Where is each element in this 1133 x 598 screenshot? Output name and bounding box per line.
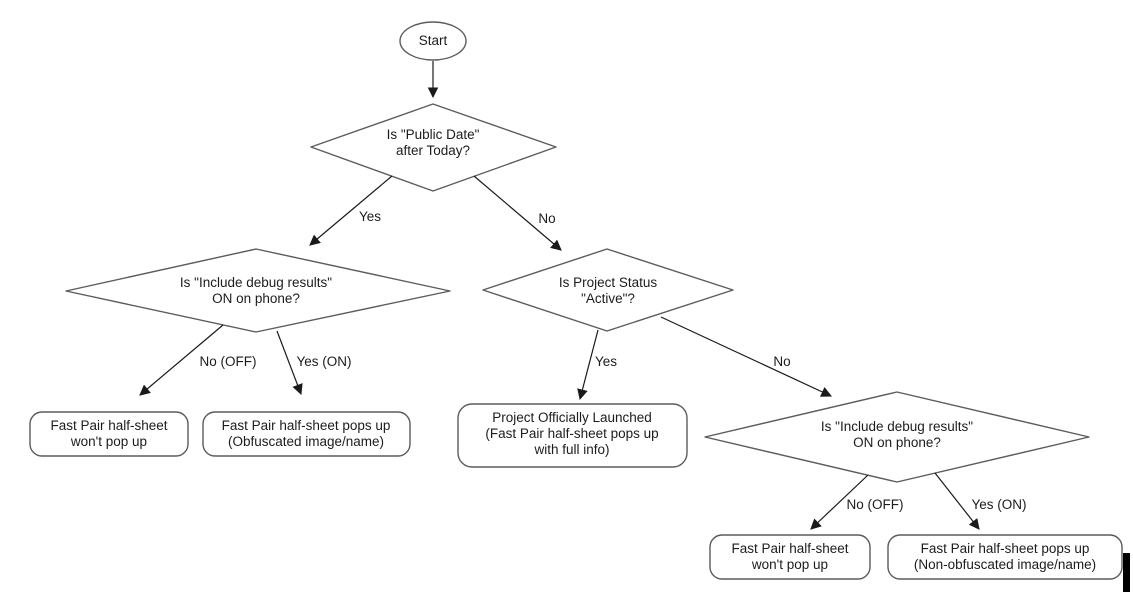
outcome-left-yes-line2: (Obfuscated image/name) — [227, 434, 385, 449]
start-node-label: Start — [419, 33, 448, 49]
decision-debug-right-shape — [704, 391, 1090, 483]
outcome-right-no-shape — [709, 534, 871, 580]
outcome-launched-label: Project Officially Launched (Fast Pair h… — [485, 410, 658, 458]
outcome-right-yes-label: Fast Pair half-sheet pops up (Non-obfusc… — [914, 541, 1096, 573]
edge-debug-left-no — [139, 324, 224, 396]
edge-public-date-no — [473, 175, 562, 251]
outcome-right-yes-line2: (Non-obfuscated image/name) — [913, 557, 1097, 572]
decision-debug-right-line1: Is "Include debug results" — [820, 419, 974, 434]
edge-label-text: No (OFF) — [846, 497, 904, 512]
edge-label-debug-right-yes: Yes (ON) — [971, 497, 1026, 513]
edge-label-debug-right-no: No (OFF) — [847, 497, 904, 513]
edge-label-debug-left-no: No (OFF) — [200, 354, 257, 370]
outcome-left-yes-shape — [202, 411, 411, 457]
decision-public-date-shape — [310, 103, 557, 192]
edge-debug-right-yes — [934, 472, 980, 530]
edge-label-public-date-no: No — [538, 211, 555, 227]
outcome-right-no-line2: won't pop up — [751, 557, 829, 572]
edge-label-text: Yes (ON) — [296, 354, 352, 369]
edge-label-text: Yes (ON) — [971, 497, 1027, 512]
decision-debug-right-label: Is "Include debug results" ON on phone? — [821, 419, 973, 451]
decision-project-status-shape — [482, 248, 734, 332]
outcome-launched-line1: Project Officially Launched — [492, 410, 652, 425]
edge-label-text: No — [538, 211, 556, 226]
edge-debug-right-no — [810, 474, 869, 530]
decision-debug-left-line1: Is "Include debug results" — [179, 275, 333, 290]
decision-project-status-label: Is Project Status "Active"? — [559, 275, 657, 307]
decision-project-status-line1: Is Project Status — [558, 275, 658, 290]
outcome-left-no-line2: won't pop up — [70, 434, 148, 449]
edge-label-project-status-no: No — [773, 354, 790, 370]
outcome-left-no-shape — [29, 411, 189, 457]
decision-project-status-line2: "Active"? — [581, 291, 635, 306]
outcome-left-no-line1: Fast Pair half-sheet — [50, 418, 168, 433]
decision-debug-right-line2: ON on phone? — [853, 435, 941, 450]
edge-debug-left-yes — [276, 330, 303, 396]
outcome-launched-line3: with full info) — [534, 442, 610, 457]
decision-public-date-line1: Is "Public Date" — [386, 127, 480, 142]
decision-public-date-label: Is "Public Date" after Today? — [387, 127, 480, 159]
edge-label-debug-left-yes: Yes (ON) — [296, 354, 351, 370]
edge-public-date-yes — [309, 175, 393, 246]
outcome-left-yes-line1: Fast Pair half-sheet pops up — [221, 418, 391, 433]
outcome-right-yes-shape — [887, 534, 1123, 580]
edge-project-status-no — [660, 316, 832, 397]
outcome-right-yes-line1: Fast Pair half-sheet pops up — [920, 541, 1090, 556]
edge-project-status-yes — [577, 329, 599, 401]
text-cursor-bar — [1123, 553, 1130, 592]
edge-label-text: Yes — [358, 209, 382, 224]
edge-label-public-date-yes: Yes — [359, 209, 381, 225]
outcome-right-no-line1: Fast Pair half-sheet — [731, 541, 849, 556]
decision-debug-left-line2: ON on phone? — [212, 291, 300, 306]
decision-debug-left-label: Is "Include debug results" ON on phone? — [180, 275, 332, 307]
decision-public-date-line2: after Today? — [395, 143, 471, 158]
edge-label-text: No (OFF) — [199, 354, 257, 369]
outcome-left-yes-label: Fast Pair half-sheet pops up (Obfuscated… — [222, 418, 391, 450]
outcome-launched-shape — [457, 403, 688, 468]
outcome-left-no-label: Fast Pair half-sheet won't pop up — [50, 418, 167, 450]
edge-label-project-status-yes: Yes — [595, 354, 617, 370]
edge-label-text: Yes — [594, 354, 618, 369]
outcome-right-no-label: Fast Pair half-sheet won't pop up — [731, 541, 848, 573]
start-node-shape — [399, 21, 467, 61]
start-node-label-text: Start — [418, 33, 448, 48]
outcome-launched-line2: (Fast Pair half-sheet pops up — [485, 426, 659, 441]
edge-label-text: No — [773, 354, 791, 369]
decision-debug-left-shape — [65, 248, 451, 333]
